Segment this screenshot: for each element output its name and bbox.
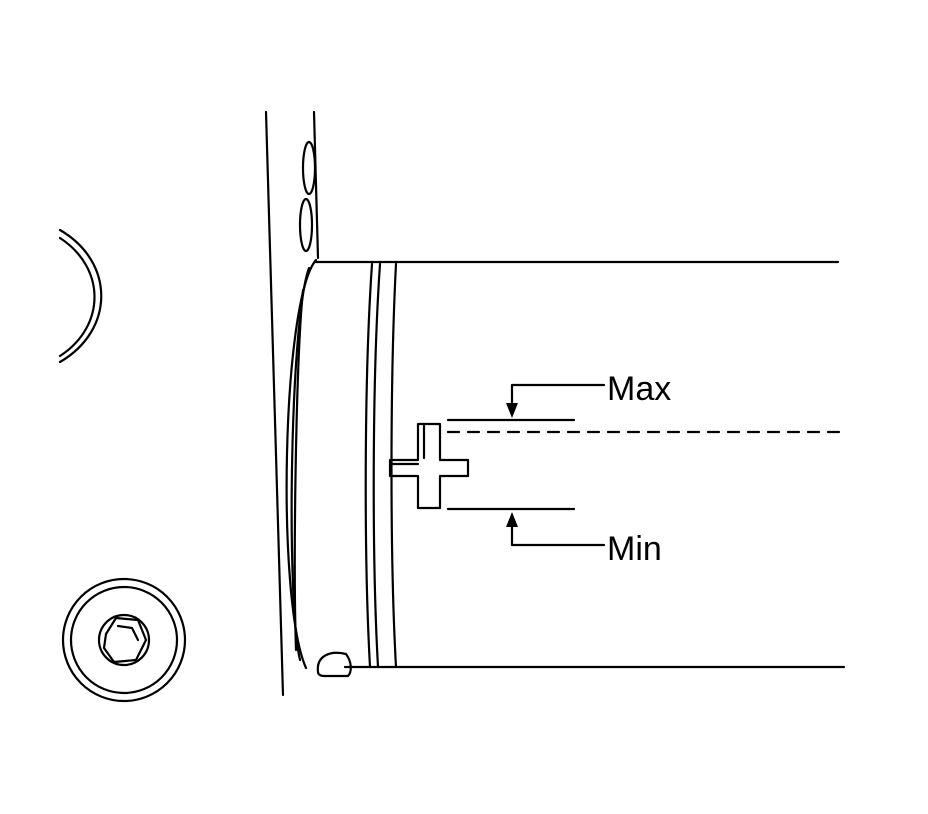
- max-label: Max: [607, 370, 671, 408]
- mounting-flange: [264, 110, 320, 697]
- hex-socket-bolt-icon: [61, 577, 187, 703]
- min-label: Min: [607, 530, 662, 568]
- max-indicator: [446, 383, 606, 422]
- partial-ring-arc: [58, 228, 103, 364]
- reservoir-body: [285, 258, 846, 678]
- level-mark-icon: [388, 422, 470, 510]
- min-indicator: [446, 507, 606, 547]
